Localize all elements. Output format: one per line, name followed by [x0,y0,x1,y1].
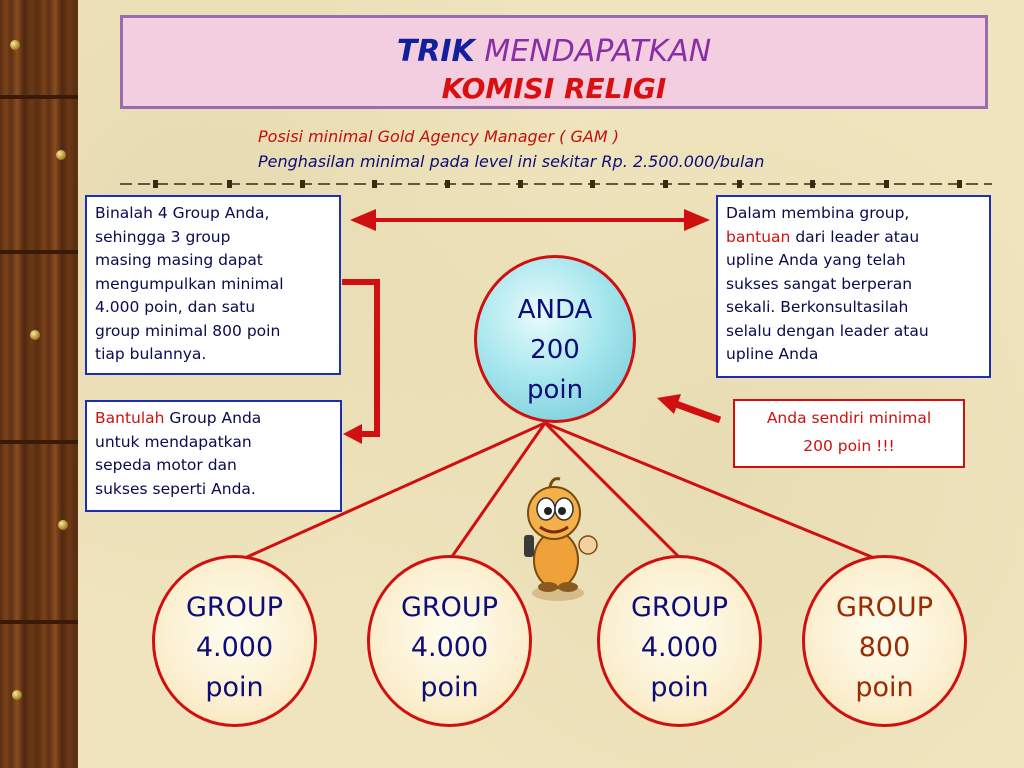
node-line: poin [420,672,479,703]
group-node-text: GROUP 4.000 poin [370,588,529,708]
box-line: untuk mendapatkan [95,432,252,451]
box-line: mengumpulkan minimal [95,274,284,293]
separator-dots [153,180,962,188]
box-line: Bantulah Group Anda [95,407,332,431]
note-line: 200 poin !!! [803,437,895,455]
nail-icon [10,40,20,50]
box-line: masing masing dapat [95,251,263,269]
wood-joint [0,620,78,624]
instruction-box-leader-support: Dalam membina group, bantuan dari leader… [716,195,991,378]
box-line: upline Anda yang telah [726,251,906,269]
nail-icon [58,520,68,530]
double-arrow-icon [350,209,710,231]
box-line: sehingga 3 group [95,227,231,246]
box-line: sukses sangat berperan [726,274,913,293]
node-line: poin [205,672,264,703]
info-position: Posisi minimal Gold Agency Manager ( GAM… [258,127,619,146]
box-line: group minimal 800 poin [95,321,281,340]
node-line: 200 [530,335,580,365]
node-line: GROUP [836,592,933,623]
node-line: poin [650,672,709,703]
group-node-4: GROUP 800 poin [802,555,967,727]
highlight-word: Bantulah [95,409,165,427]
node-line: poin [526,375,584,405]
box-line: selalu dengan leader atau [726,321,929,340]
highlight-word: bantuan [726,227,791,246]
tree-connector-lines [235,421,885,564]
box-line: tiap bulannya. [95,345,207,363]
box-text: Group Anda [164,409,262,427]
pointer-arrow-icon [657,394,722,424]
box-line: sukses seperti Anda. [95,479,256,498]
info-income: Penghasilan minimal pada level ini sekit… [258,152,765,171]
group-node-text: GROUP 4.000 poin [155,588,314,708]
title-word-trik: TRIK [396,34,475,69]
title-word-mendapatkan: MENDAPATKAN [484,34,712,69]
wood-border-strip [0,0,78,768]
box-line: upline Anda [726,345,819,363]
center-node-anda: ANDA 200 poin [474,255,636,423]
title-box: TRIK MENDAPATKAN KOMISI RELIGI [120,15,988,109]
node-line: poin [855,672,914,703]
mascot-illustration-icon [524,477,598,601]
title-line-1: TRIK MENDAPATKAN [123,34,985,69]
group-node-2: GROUP 4.000 poin [367,555,532,727]
node-line: ANDA [517,295,593,325]
group-node-3: GROUP 4.000 poin [597,555,762,727]
box-line: Dalam membina group, [726,204,910,222]
note-line: Anda sendiri minimal [766,409,932,427]
box-line: Binalah 4 Group Anda, [95,204,270,222]
box-line: bantuan dari leader atau [726,226,981,250]
box-text: dari leader atau [790,227,920,246]
title-line-2: KOMISI RELIGI [441,72,667,105]
nail-icon [12,690,22,700]
instruction-box-build-groups: Binalah 4 Group Anda, sehingga 3 group m… [85,195,341,375]
node-line: 4.000 [410,632,489,663]
node-line: GROUP [186,592,283,623]
node-line: 4.000 [640,632,719,663]
instruction-box-help-groups: Bantulah Group Anda untuk mendapatkan se… [85,400,342,512]
node-line: GROUP [631,592,728,623]
box-line: sepeda motor dan [95,456,237,474]
minimum-points-note: Anda sendiri minimal 200 poin !!! [733,399,965,468]
nail-icon [56,150,66,160]
group-node-1: GROUP 4.000 poin [152,555,317,727]
box-line: sekali. Berkonsultasilah [726,298,909,316]
nail-icon [30,330,40,340]
center-node-text: ANDA 200 poin [477,290,633,410]
group-node-text: GROUP 800 poin [805,588,964,708]
group-node-text: GROUP 4.000 poin [600,588,759,708]
wood-joint [0,95,78,99]
node-line: GROUP [401,592,498,623]
bracket-arrow-icon [342,279,380,444]
node-line: 4.000 [195,632,274,663]
node-line: 800 [858,632,911,663]
box-line: 4.000 poin, dan satu [95,298,256,316]
wood-joint [0,440,78,444]
wood-joint [0,250,78,254]
